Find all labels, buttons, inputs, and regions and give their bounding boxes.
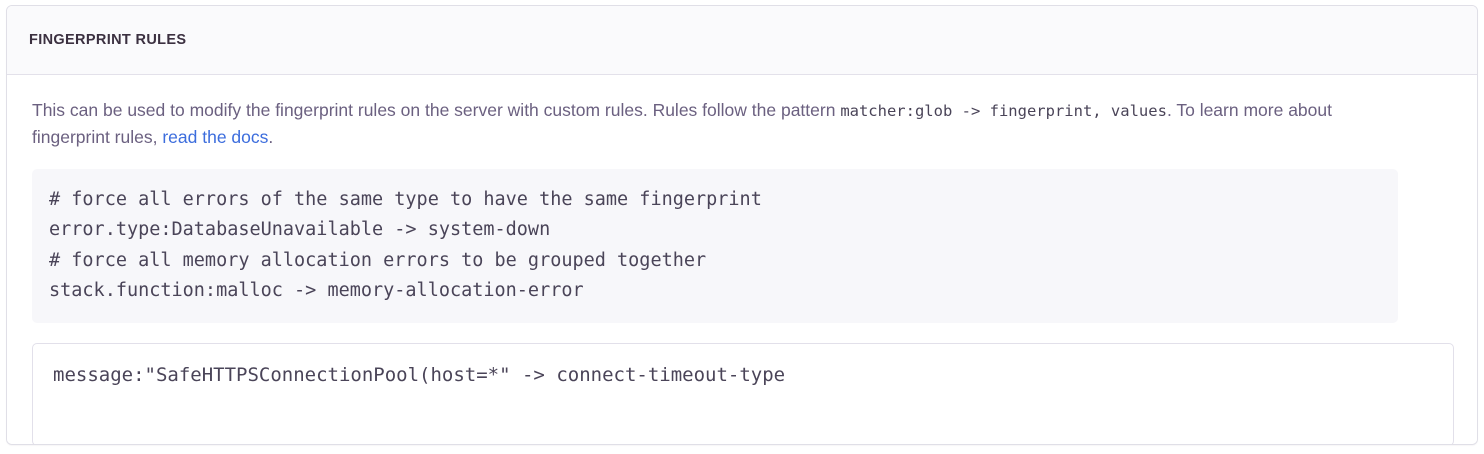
fingerprint-rules-input[interactable] xyxy=(32,342,1454,444)
panel-header: FINGERPRINT RULES xyxy=(7,6,1477,75)
inline-code-pattern: matcher:glob -> fingerprint, values xyxy=(840,102,1167,120)
description-tail: . xyxy=(268,127,274,148)
fingerprint-rules-panel: FINGERPRINT RULES This can be used to mo… xyxy=(6,5,1478,445)
read-the-docs-link[interactable]: read the docs xyxy=(162,127,269,148)
panel-body: This can be used to modify the fingerpri… xyxy=(7,75,1477,444)
description-middle: . To learn more about fingerprint rules, xyxy=(32,100,1332,148)
example-code-block: # force all errors of the same type to h… xyxy=(32,169,1398,323)
page-title: FINGERPRINT RULES xyxy=(29,31,187,48)
description-lead: This can be used to modify the fingerpri… xyxy=(32,100,841,120)
description-text: This can be used to modify the fingerpri… xyxy=(32,97,1377,151)
example-code-content: # force all errors of the same type to h… xyxy=(49,189,762,301)
